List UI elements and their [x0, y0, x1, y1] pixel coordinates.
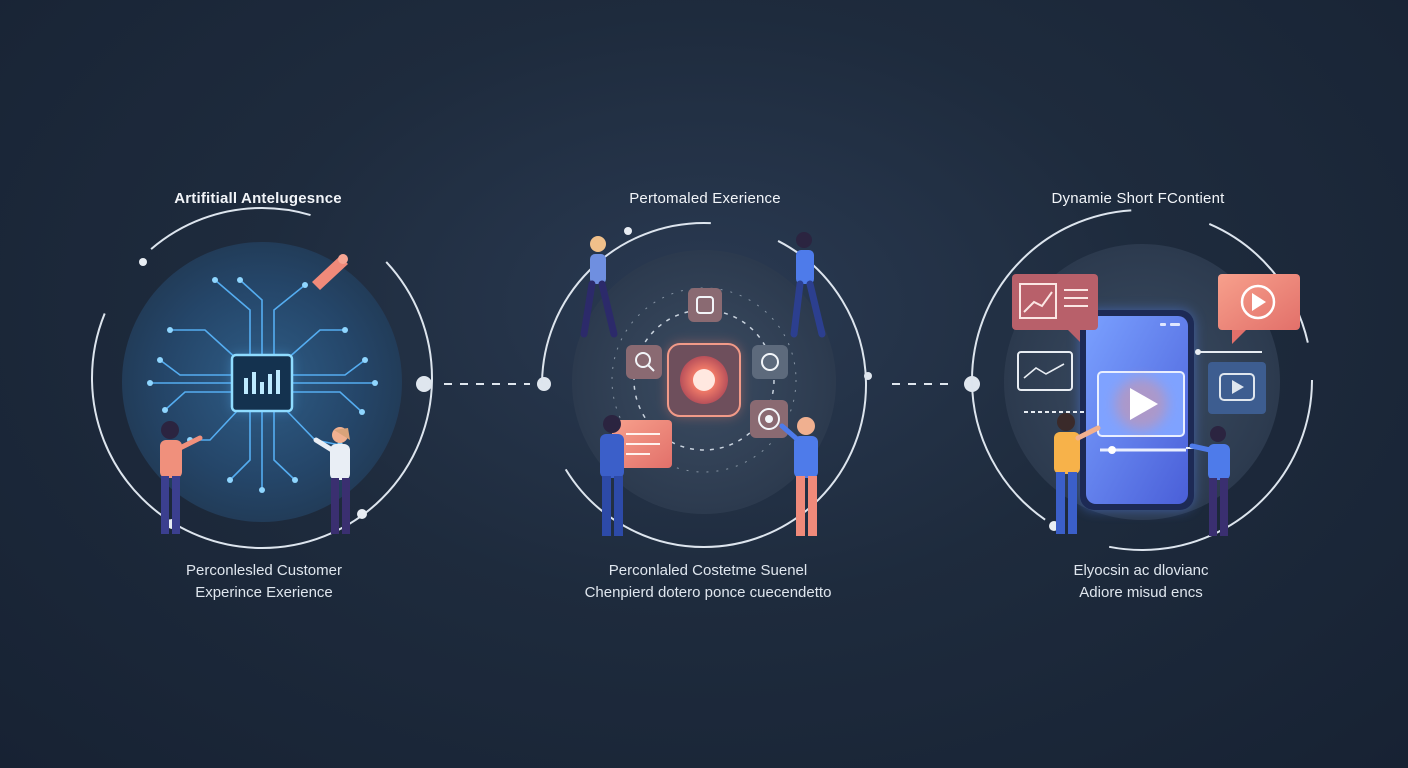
record-target-icon [667, 343, 741, 417]
line-chart-icon [1012, 274, 1098, 342]
panel-2-caption-line-2: Chenpierd dotero ponce cuecendetto [584, 584, 832, 601]
search-icon [626, 345, 662, 379]
person-bottom-left [600, 415, 624, 536]
panel-2-title: Pertomaled Exerience [629, 190, 781, 207]
panel-1-caption-line-1: Perconlesled Customer [186, 562, 342, 579]
panel-1-caption: Perconlesled Customer Experince Exerienc… [74, 560, 454, 604]
video-icon [1208, 362, 1266, 414]
person-phone-left [1054, 413, 1101, 534]
person-walking-right [790, 232, 826, 338]
video-bubble [1218, 274, 1300, 344]
panel-3-title: Dynamie Short FContient [1051, 190, 1225, 207]
square-icon [688, 288, 722, 322]
person-walking-left [580, 236, 618, 338]
panel-2-caption-line-1: Perconlaled Costetme Suenel [608, 562, 808, 579]
panel-ai [91, 207, 433, 549]
connector-2-3 [864, 372, 980, 392]
panel-ai-ring [91, 207, 433, 549]
chat-bubble-icon [612, 420, 672, 468]
panel-2-caption: Perconlaled Costetme Suenel Chenpierd do… [518, 560, 898, 604]
person-right-ai [313, 427, 350, 534]
person-bottom-right [779, 417, 818, 536]
panel-dynamic [971, 209, 1313, 551]
panel-personalized [541, 222, 867, 548]
target-icon [750, 400, 788, 438]
panel-3-caption: Elyocsin ac dlovianc Adiore misud encs [951, 560, 1331, 604]
person-left-ai [160, 421, 203, 534]
bar-chart-icon [244, 370, 280, 394]
connector-1-2 [416, 376, 551, 392]
panel-1-caption-line-2: Experince Exerience [195, 584, 333, 601]
panel-3-caption-line-2: Adiore misud encs [1079, 584, 1203, 601]
panel-1-title: Artifitiall Antelugesnce [174, 190, 342, 207]
person-phone-right [1189, 426, 1230, 536]
panel-dynamic-ring [971, 209, 1313, 551]
pen-icon [312, 254, 348, 290]
panel-3-caption-line-1: Elyocsin ac dlovianc [1073, 562, 1209, 579]
circle-icon [752, 345, 788, 379]
panel-personalized-ring [541, 222, 867, 548]
document-icon [1017, 351, 1084, 413]
play-icon [1097, 371, 1186, 454]
